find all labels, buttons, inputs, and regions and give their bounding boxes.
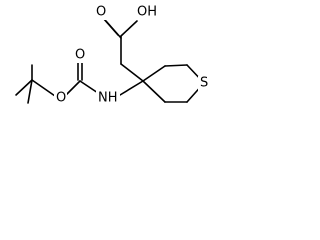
atom-labels: OH O O O NH S: [54, 3, 211, 106]
carbamate-group: [63, 62, 99, 98]
ring-bond-2: [164, 64, 188, 67]
molecule-structure-diagram: OH O O O NH S: [15, 3, 211, 106]
ester-oxygen-label: O: [56, 91, 66, 106]
amine-label: NH: [98, 91, 118, 106]
bond-ring-carbon-to-methylene: [120, 63, 144, 82]
ring-bond-6: [142, 80, 166, 103]
acid-carbonyl-oxygen-label: O: [96, 5, 106, 20]
bond-acid-carbonyl-double-b: [105, 20, 122, 39]
ring-bond-1: [142, 65, 166, 82]
thiane-ring: [142, 64, 205, 103]
bond-carbonyl-carbon-to-nitrogen: [79, 80, 99, 94]
bond-methyl-left: [15, 79, 33, 96]
bond-acid-carbon-to-hydroxyl: [120, 20, 138, 37]
carbamate-carbonyl-oxygen-label: O: [75, 48, 85, 63]
ring-sulfur-label: S: [200, 76, 208, 91]
bond-methyl-bottom: [27, 79, 33, 104]
acetic-acid-group: [102, 17, 144, 82]
tert-butyl-group: [15, 64, 56, 104]
bond-nitrogen-to-ring-carbon: [119, 80, 144, 96]
hydroxyl-label: OH: [137, 5, 157, 20]
bond-quaternary-carbon-to-ester-oxygen: [31, 79, 56, 97]
